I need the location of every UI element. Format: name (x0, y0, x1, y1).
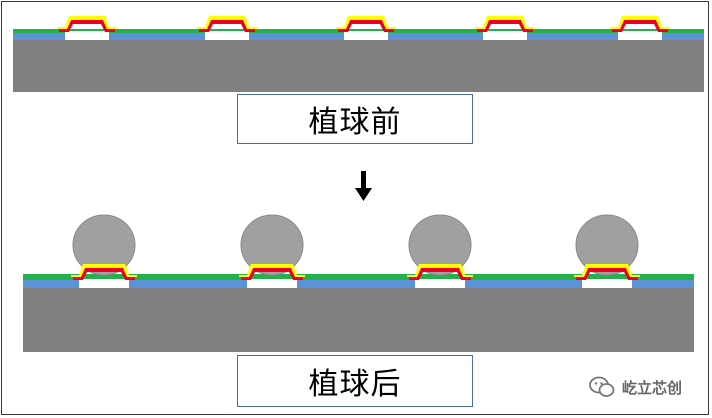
ubm-red-layer (199, 20, 255, 32)
ubm-red-layer (59, 20, 115, 32)
pad-opening (344, 31, 388, 40)
pad-opening (247, 279, 297, 288)
ubm-yellow-layer (610, 16, 670, 29)
watermark-text: 屹立芯创 (622, 378, 683, 397)
ubm-red-layer (477, 20, 533, 32)
ubm-yellow-layer (336, 16, 396, 29)
bond-pad-2 (239, 214, 305, 288)
caption-before-text: 植球前 (308, 105, 402, 140)
bond-pad-4 (475, 16, 535, 40)
passivation-after (23, 280, 694, 288)
watermark: 屹立芯创 (588, 374, 682, 400)
wafer-before (13, 16, 704, 92)
bond-pad-3 (407, 214, 473, 288)
ubm-red-layer (241, 268, 303, 280)
caption-before: 植球前 (237, 94, 473, 144)
wechat-icon (589, 376, 615, 397)
ubm-yellow-layer (407, 264, 473, 277)
pad-opening (415, 279, 465, 288)
ubm-red-layer (576, 268, 638, 280)
bond-pad-1 (57, 16, 117, 40)
polymer-after (23, 274, 694, 280)
solder-ball (408, 214, 472, 276)
ubm-red-layer (612, 20, 668, 32)
pad-opening (79, 279, 129, 288)
wafer-after (23, 214, 694, 352)
ubm-yellow-layer (574, 264, 640, 277)
pad-opening (618, 31, 662, 40)
pad-opening (582, 279, 632, 288)
caption-after: 植球后 (237, 355, 473, 407)
substrate-after (23, 288, 694, 352)
ubm-red-layer (73, 268, 135, 280)
down-arrow-icon (355, 171, 372, 201)
ubm-red-layer (338, 20, 394, 32)
pad-opening (65, 31, 109, 40)
caption-after-text: 植球后 (308, 367, 402, 402)
bond-pad-2 (197, 16, 257, 40)
ubm-yellow-layer (57, 16, 117, 29)
pad-opening (205, 31, 249, 40)
bond-pad-1 (71, 214, 137, 288)
solder-ball (575, 214, 639, 276)
ubm-red-layer (409, 268, 471, 280)
ubm-yellow-layer (197, 16, 257, 29)
solder-ball (240, 214, 304, 276)
bond-pad-3 (336, 16, 396, 40)
substrate-before (13, 40, 704, 92)
pad-opening (483, 31, 527, 40)
solder-ball (72, 214, 136, 276)
bond-pad-4 (574, 214, 640, 288)
ubm-yellow-layer (71, 264, 137, 277)
ubm-yellow-layer (475, 16, 535, 29)
ubm-yellow-layer (239, 264, 305, 277)
bond-pad-5 (610, 16, 670, 40)
